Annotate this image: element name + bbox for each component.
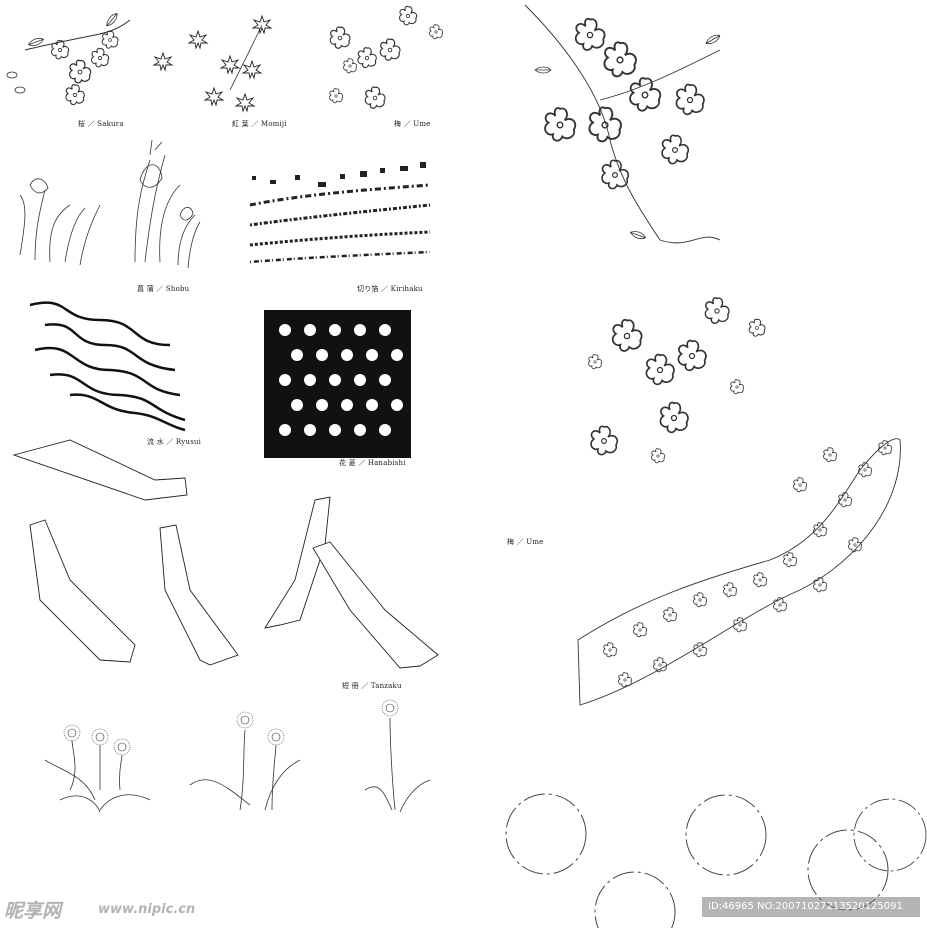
kirihaku-illustration [249,162,431,264]
caption-hanabishi: 花 菱 ／ Hanabishi [339,459,406,467]
caption-ume-top: 梅 ／ Ume [394,120,431,128]
tanzaku-illustration [12,439,439,669]
dandelion-illustration [44,699,431,813]
ume-top-illustration [329,5,444,109]
momiji-illustration [153,15,272,112]
watermark-url: www.nipic.cn [98,902,196,917]
hanabishi-illustration [264,310,411,458]
caption-sakura: 桜 ／ Sakura [78,120,124,128]
ryusui-illustration [29,301,186,432]
caption-momiji: 紅 葉 ／ Momiji [232,120,287,128]
caption-ryusui: 流 水 ／ Ryusui [147,438,202,446]
caption-kirihaku: 切り箔 ／ Kirihaku [357,285,423,293]
ume-band-illustration [577,438,901,706]
sakura-illustration [6,11,131,106]
ume-scatter-illustration [588,297,766,464]
caption-ume-right: 梅 ／ Ume [507,538,544,546]
image-id-bar: ID:46965 NO:20071027213520125091 [702,897,920,917]
watermark-site: 昵享网 [4,900,62,922]
caption-tanzaku: 短 冊 ／ Tanzaku [342,682,402,690]
shobu-illustration [19,139,201,269]
ume-branch-illustration [524,4,722,244]
caption-shobu: 菖 蒲 ／ Shobu [137,285,190,293]
